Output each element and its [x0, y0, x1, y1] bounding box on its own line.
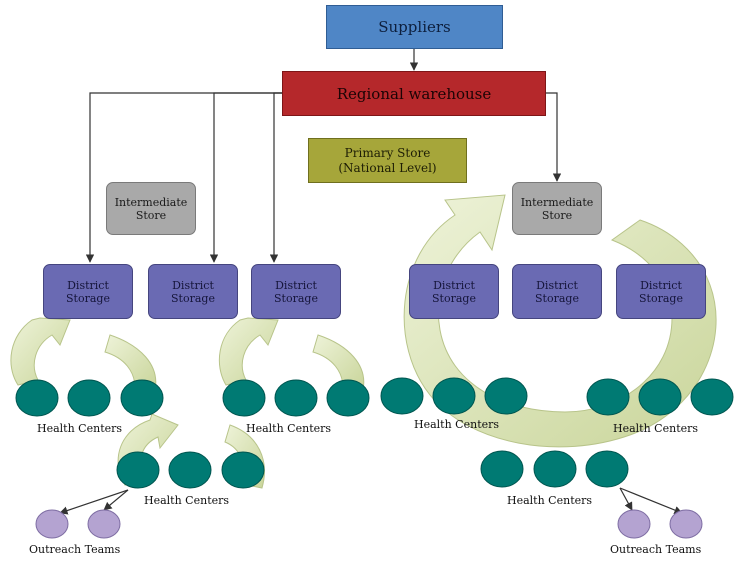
regional-warehouse-box: Regional warehouse [282, 71, 546, 116]
regional-to-district-1-connector [85, 92, 282, 263]
intermediate-store-label-line2: Store [541, 208, 573, 222]
district-storage-label-line2: Storage [66, 291, 110, 305]
outreach-right-connector-2 [619, 487, 683, 515]
health-center-icon [638, 378, 682, 416]
district-storage-label-line1: District [640, 278, 682, 292]
health-center-icon [221, 451, 265, 489]
health-center-icon [67, 379, 111, 417]
cycle-arrows [10, 194, 717, 489]
outreach-teams-label: Outreach Teams [29, 543, 121, 556]
outreach-teams-label: Outreach Teams [610, 543, 702, 556]
connectors [59, 49, 683, 515]
health-center-icon [116, 451, 160, 489]
intermediate-store-label-line2: Store [135, 208, 167, 222]
district-storage-label-line1: District [67, 278, 109, 292]
outreach-team-icon [87, 509, 121, 539]
district-storage-label-line2: Storage [639, 291, 683, 305]
health-center-icon [326, 379, 370, 417]
left-cycle-arrow-icon [10, 317, 71, 386]
intermediate-store-right-box: Intermediate Store [512, 182, 602, 235]
outreach-right-connector-1 [619, 487, 633, 511]
regional-to-intermediate-right-connector [546, 92, 562, 182]
suppliers-label: Suppliers [378, 18, 451, 36]
health-center-icon [168, 451, 212, 489]
district-storage-label-line1: District [433, 278, 475, 292]
outreach-teams [35, 509, 703, 539]
health-center-icon [586, 378, 630, 416]
health-center-icon [380, 377, 424, 415]
health-center-icon [690, 378, 734, 416]
outreach-left-connector-1 [59, 489, 129, 515]
health-centers-label: Health Centers [246, 422, 332, 435]
health-centers [15, 377, 734, 489]
health-center-icon [585, 450, 629, 488]
large-cycle-arrow-icon [403, 194, 717, 448]
health-center-icon [15, 379, 59, 417]
primary-store-label-line2: (National Level) [338, 160, 437, 175]
intermediate-store-label-line1: Intermediate [114, 195, 188, 209]
health-center-icon [120, 379, 164, 417]
district-storage-label-line2: Storage [274, 291, 318, 305]
health-centers-label: Health Centers [613, 422, 699, 435]
middle-cycle-arrow-icon [218, 317, 279, 386]
outreach-team-icon [35, 509, 69, 539]
health-centers-label: Health Centers [507, 494, 593, 507]
health-centers-label: Health Centers [37, 422, 123, 435]
district-storage-label-line1: District [275, 278, 317, 292]
health-center-icon [533, 450, 577, 488]
district-storage-label-line2: Storage [171, 291, 215, 305]
primary-store-label-line1: Primary Store [344, 145, 431, 160]
health-center-icon [432, 377, 476, 415]
district-storage-label-line2: Storage [535, 291, 579, 305]
district-storage-label-line1: District [172, 278, 214, 292]
outreach-team-icon [669, 509, 703, 539]
outreach-team-icon [617, 509, 651, 539]
regional-to-district-2-connector [209, 92, 282, 263]
regional-warehouse-label: Regional warehouse [336, 84, 492, 103]
regional-to-district-3-connector [269, 92, 282, 263]
district-storage-label-line1: District [536, 278, 578, 292]
intermediate-store-left-box: Intermediate Store [106, 182, 196, 235]
health-center-icon [480, 450, 524, 488]
health-center-icon [222, 379, 266, 417]
health-centers-label: Health Centers [144, 494, 230, 507]
outreach-left-connector-2 [103, 489, 129, 511]
health-centers-label: Health Centers [414, 418, 500, 431]
suppliers-box: Suppliers [326, 5, 503, 49]
intermediate-store-label-line1: Intermediate [520, 195, 594, 209]
district-storage-label-line2: Storage [432, 291, 476, 305]
health-center-icon [484, 377, 528, 415]
health-center-icon [274, 379, 318, 417]
primary-store-box: Primary Store (National Level) [308, 138, 467, 183]
